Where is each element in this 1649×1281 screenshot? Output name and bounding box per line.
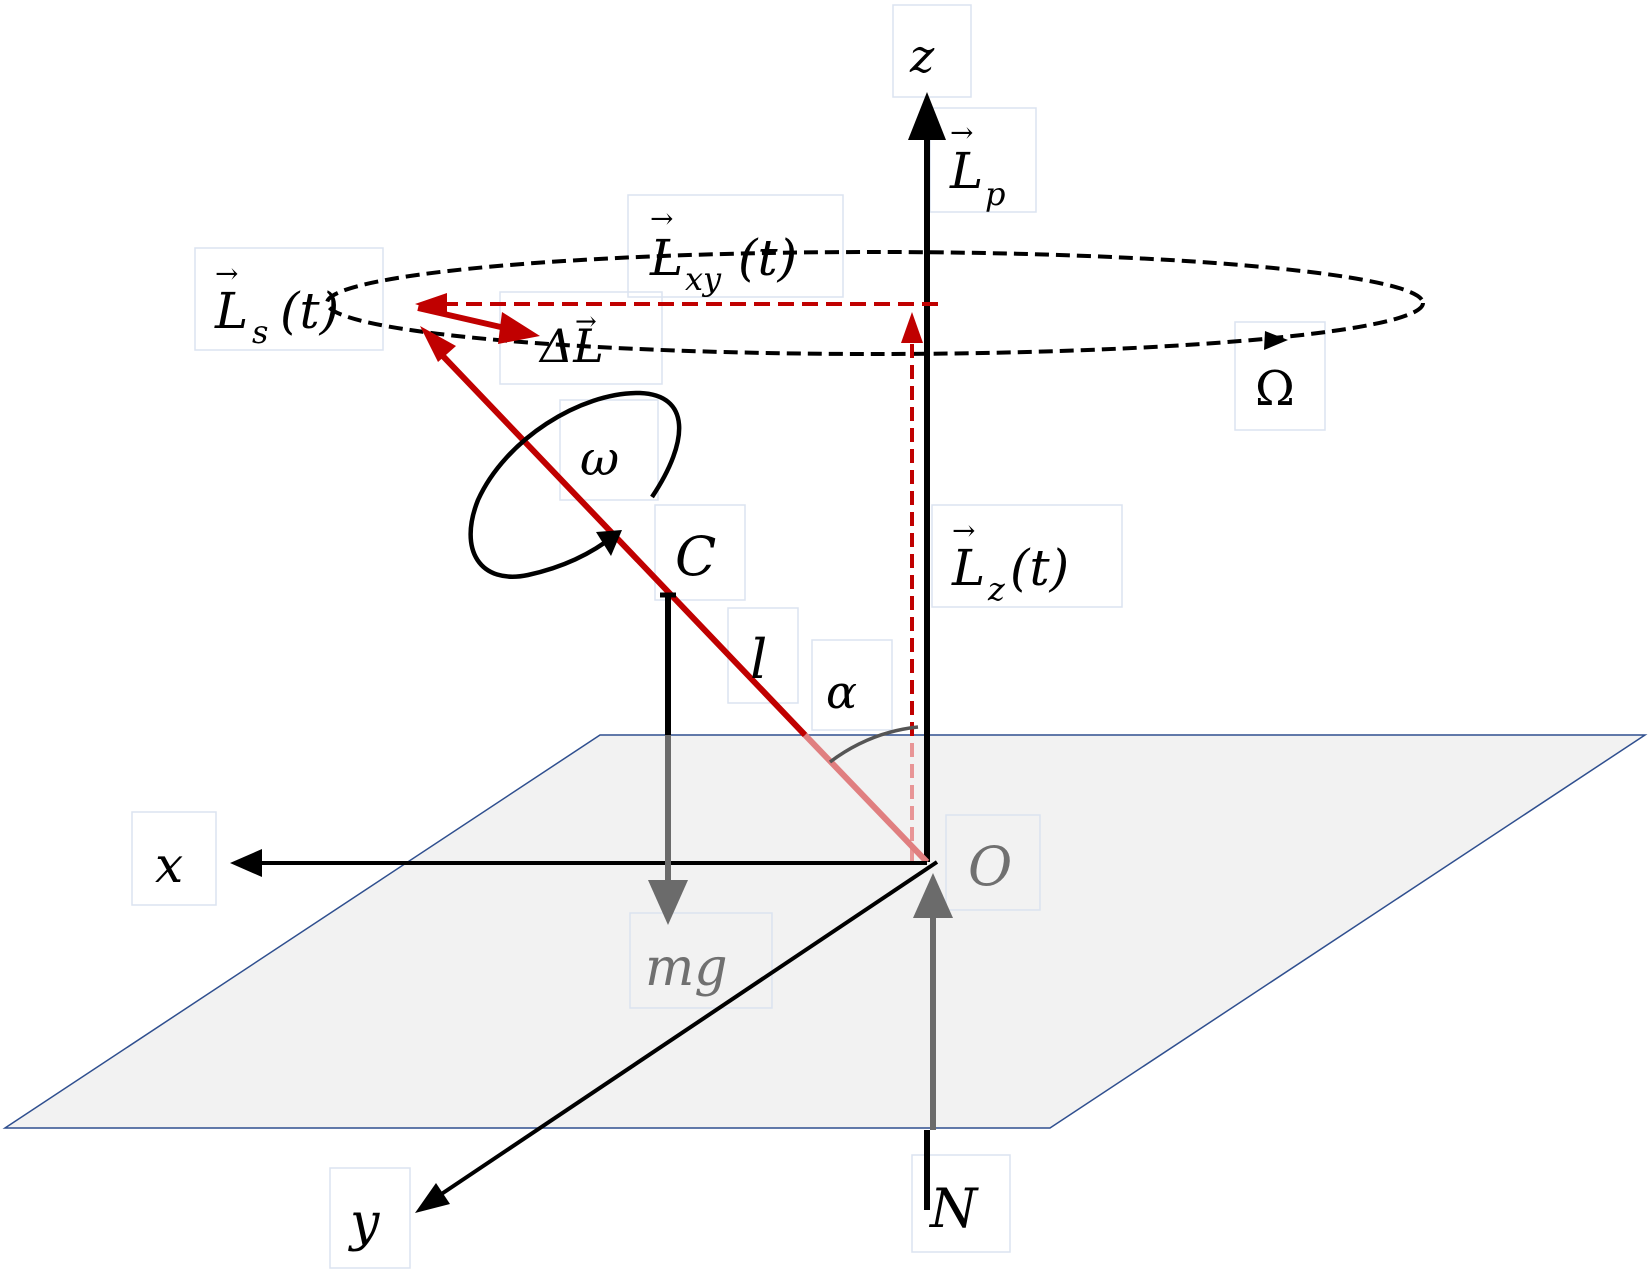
- label-Lz: L: [951, 539, 985, 597]
- normal-force-arrowhead: [913, 873, 953, 918]
- precession-orbit: [325, 250, 1425, 356]
- label-Lxy-sub: xy: [685, 260, 722, 298]
- label-N: N: [928, 1177, 979, 1240]
- arrow-over-Lxy: →: [650, 202, 673, 235]
- label-Lz-arg: (t): [1010, 539, 1069, 597]
- label-x: x: [155, 836, 183, 894]
- label-C: C: [675, 525, 716, 588]
- label-l: l: [750, 628, 767, 691]
- arrow-over-Lz: →: [952, 514, 975, 547]
- label-Lp-sub: p: [985, 175, 1005, 213]
- alpha-arc: [828, 725, 919, 764]
- label-Lxy: L: [649, 229, 683, 287]
- y-axis: [435, 860, 939, 1199]
- x-axis-arrowhead: [230, 849, 262, 877]
- label-Omega: Ω: [1255, 361, 1295, 417]
- label-Ls: L: [214, 282, 248, 340]
- text-labels: z → L p → L xy (t) → L s (t) → ΔL Ω ω C …: [155, 29, 1295, 1253]
- arrow-over-Ls: →: [215, 257, 238, 290]
- ground-plane: [2, 734, 1648, 1129]
- label-omega: ω: [580, 431, 619, 487]
- precession-direction-arrowhead: [1264, 331, 1288, 350]
- Ls-arrowhead: [420, 326, 456, 362]
- deltaL-vector: [417, 305, 506, 331]
- spin-direction-arrowhead: [596, 530, 622, 556]
- label-mg: mg: [645, 938, 728, 998]
- arrow-over-Lp: →: [950, 116, 973, 149]
- label-Lp: L: [949, 142, 983, 200]
- label-y: y: [348, 1193, 380, 1253]
- y-axis-arrowhead: [415, 1183, 450, 1213]
- label-Ls-sub: s: [252, 313, 268, 351]
- arrow-over-dL: →: [575, 307, 597, 337]
- spin-loop: [468, 390, 682, 579]
- label-deltaL: ΔL: [538, 319, 604, 373]
- label-Lxy-arg: (t): [738, 229, 797, 287]
- z-axis-arrowhead: [908, 92, 946, 140]
- gravity-arrowhead: [648, 880, 688, 925]
- Lxy-arrowhead: [415, 293, 447, 315]
- Ls-vector: [802, 732, 930, 865]
- Lz-arrowhead: [901, 312, 923, 343]
- label-Ls-arg: (t): [280, 282, 339, 340]
- label-O: O: [968, 835, 1012, 898]
- label-z: z: [909, 29, 935, 83]
- label-alpha: α: [826, 665, 857, 719]
- label-Lz-sub: z: [987, 570, 1006, 608]
- deltaL-arrowhead: [498, 312, 540, 344]
